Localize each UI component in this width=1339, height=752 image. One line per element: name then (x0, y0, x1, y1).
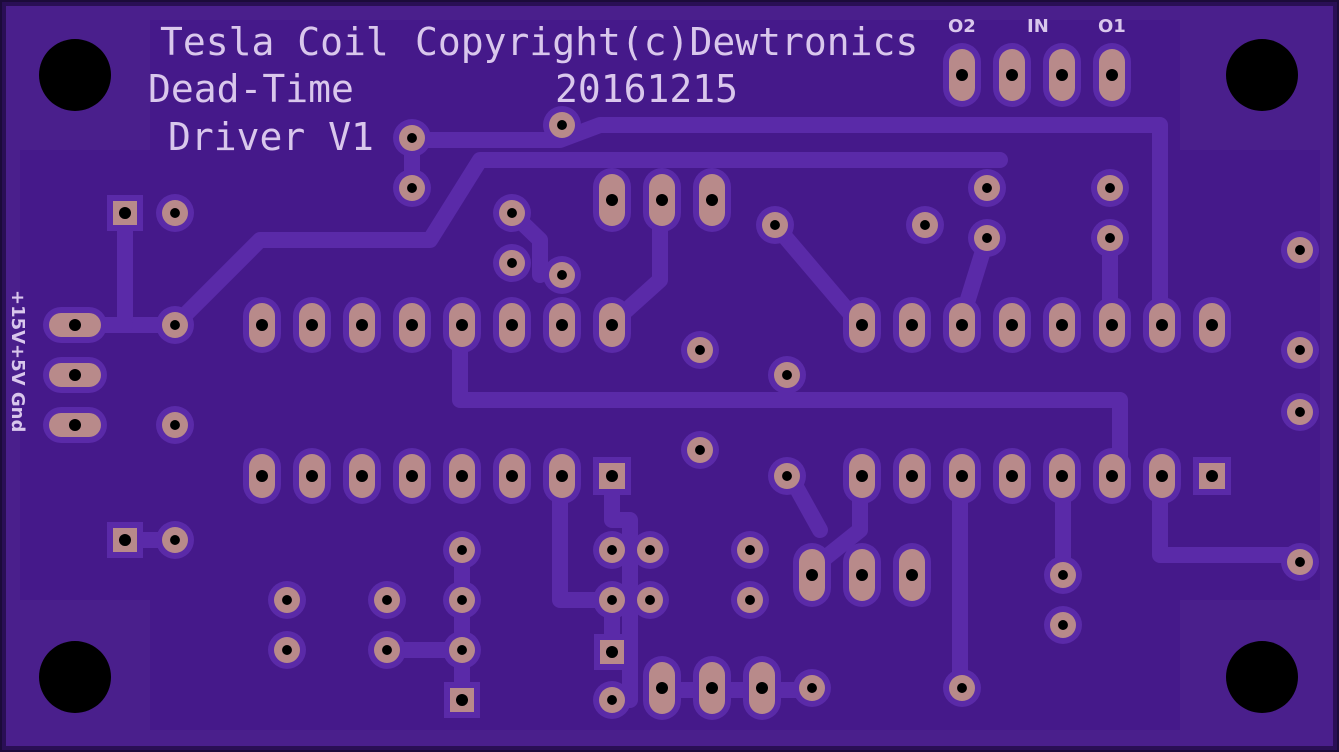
power-label: +15V+5V Gnd (7, 290, 28, 432)
title-line-1: Tesla Coil (160, 20, 389, 64)
pin-label-o2: O2 (948, 16, 976, 37)
title-line-2: Dead-Time (148, 67, 354, 111)
date-text: 20161215 (555, 67, 738, 111)
title-line-3: Driver V1 (168, 115, 374, 159)
pin-label-in: IN (1027, 16, 1049, 37)
pin-label-o1: O1 (1098, 16, 1126, 37)
copyright-text: Copyright(c)Dewtronics (415, 20, 918, 64)
